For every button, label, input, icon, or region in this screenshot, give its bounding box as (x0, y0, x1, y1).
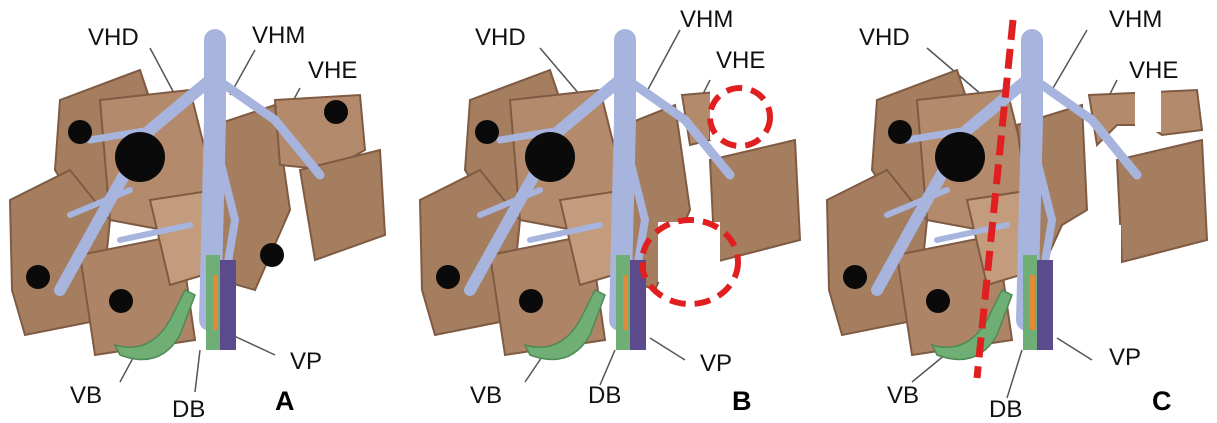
label-vhm: VHM (1109, 8, 1162, 32)
label-vhe: VHE (308, 59, 357, 83)
label-vhd: VHD (88, 26, 139, 50)
panel-letter: C (1152, 388, 1172, 415)
panel-c: VHD VHM VHE VP VB DB C (817, 0, 1217, 423)
label-vp: VP (290, 350, 322, 374)
panel-letter: B (732, 388, 752, 415)
label-vhe: VHE (716, 49, 765, 73)
hilar-structures (1023, 255, 1053, 350)
label-vb: VB (70, 384, 102, 408)
panel-b: VHD VHM VHE VP VB DB B (410, 0, 810, 423)
panel-a: VHD VHM VHE VP VB DB A (0, 0, 400, 423)
label-vhm: VHM (252, 24, 305, 48)
label-vhd: VHD (475, 26, 526, 50)
label-vb: VB (887, 384, 919, 408)
label-vhd: VHD (859, 26, 910, 50)
label-db: DB (588, 384, 621, 408)
label-db: DB (989, 398, 1022, 422)
label-db: DB (172, 398, 205, 422)
label-vhm: VHM (680, 8, 733, 32)
label-vp: VP (1109, 346, 1141, 370)
label-vhe: VHE (1129, 59, 1178, 83)
label-vb: VB (470, 384, 502, 408)
panel-letter: A (275, 388, 295, 415)
label-vp: VP (700, 352, 732, 376)
hilar-structures (206, 255, 236, 350)
